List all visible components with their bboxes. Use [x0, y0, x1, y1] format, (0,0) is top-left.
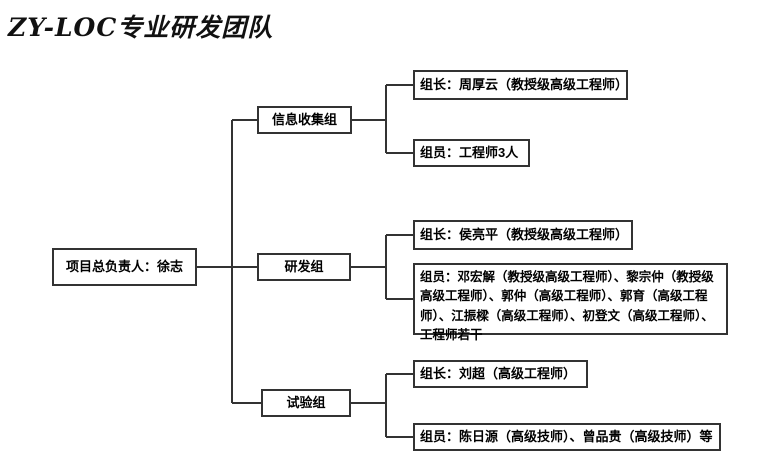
root-node-project-leader: 项目总负责人：徐志	[52, 248, 197, 286]
group-node-info-collection: 信息收集组	[257, 106, 352, 134]
rnd-leader-node: 组长：侯亮平（教授级高级工程师）	[413, 220, 633, 250]
group-node-rnd: 研发组	[257, 253, 351, 281]
rnd-members-node: 组员：邓宏解（教授级高级工程师）、黎宗仲（教授级高级工程师）、郭仲（高级工程师）…	[413, 263, 728, 342]
test-leader-node: 组长：刘超（高级工程师）	[413, 360, 588, 388]
info-collection-members-node: 组员：工程师3人	[413, 139, 530, 167]
group-node-test: 试验组	[261, 389, 351, 417]
info-collection-leader-node: 组长：周厚云（教授级高级工程师）	[413, 70, 628, 100]
test-members-node: 组员：陈日源（高级技师）、曾品贵（高级技师）等	[413, 423, 721, 451]
page-title: ZY-LOC专业研发团队	[8, 13, 274, 42]
